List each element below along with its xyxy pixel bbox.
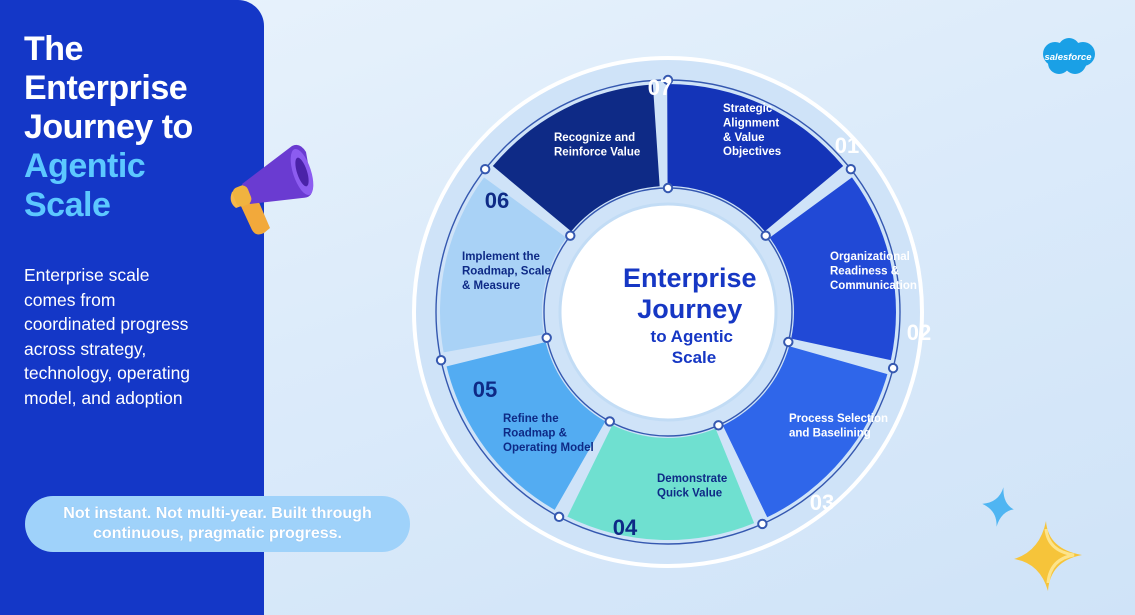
page-title: The Enterprise Journey to Agentic Scale: [24, 30, 254, 225]
track-dot: [760, 230, 771, 241]
title-line: Enterprise: [24, 69, 188, 107]
track-dot: [435, 355, 447, 366]
center-title-line: Journey: [637, 294, 742, 324]
tagline-line: continuous, pragmatic progress.: [93, 525, 342, 542]
title-line: The: [24, 30, 83, 68]
description-line: comes from: [24, 289, 116, 310]
stage-label-line: Reinforce Value: [554, 146, 640, 158]
stage-label-line: Communication: [830, 280, 917, 292]
stage-label-line: Roadmap, Scale: [462, 265, 551, 277]
segment-04: [567, 425, 755, 540]
stage-label-line: Objectives: [723, 146, 781, 158]
center-subtitle-line: Scale: [672, 348, 716, 367]
track-dot: [845, 163, 857, 175]
center-subtitle-line: to Agentic: [651, 327, 733, 346]
track-dot: [757, 518, 768, 530]
track-dots: [435, 74, 899, 530]
center-title: Enterprise Journey to Agentic Scale: [623, 263, 761, 367]
stage-label-line: Strategic: [723, 103, 773, 115]
description-line: across strategy,: [24, 338, 147, 359]
stage-label-line: Quick Value: [657, 487, 722, 499]
stage-number-03: 03: [810, 490, 834, 515]
segment-06: [440, 177, 567, 353]
stage-label-line: Process Selection: [789, 413, 888, 425]
description: Enterprise scale comes from coordinated …: [24, 263, 224, 411]
title-accent-line: Agentic: [24, 147, 146, 185]
title-line: Journey to: [24, 108, 193, 146]
stage-label-line: Demonstrate: [657, 473, 727, 485]
description-line: technology, operating: [24, 363, 191, 384]
track-dot: [565, 230, 576, 241]
segment-03: [722, 346, 888, 518]
salesforce-logo: salesforce: [1043, 38, 1095, 74]
track-dot: [479, 163, 491, 175]
segments: [440, 84, 896, 540]
stage-number-05: 05: [473, 377, 497, 402]
stage-label-03: Process Selection and Baselining: [789, 413, 888, 439]
tagline-line: Not instant. Not multi-year. Built throu…: [63, 505, 372, 522]
stage-label-line: Implement the: [462, 251, 540, 263]
stage-label-line: Operating Model: [503, 442, 594, 454]
stage-label-line: Readiness &: [830, 265, 899, 277]
track-dot: [662, 182, 674, 194]
segment-05: [446, 342, 606, 510]
center-title-line: Enterprise: [623, 263, 757, 293]
stage-label-line: Refine the: [503, 413, 559, 425]
stage-label-line: & Value: [723, 132, 765, 144]
stage-number-01: 01: [835, 133, 859, 158]
stage-label-line: Organizational: [830, 251, 910, 263]
stage-label-line: & Measure: [462, 280, 520, 292]
track-dot: [553, 511, 565, 523]
megaphone-icon: [230, 144, 314, 235]
tagline-pill: Not instant. Not multi-year. Built throu…: [25, 496, 410, 552]
stage-label-line: Recognize and: [554, 132, 635, 144]
description-line: model, and adoption: [24, 387, 183, 408]
stage-number-02: 02: [907, 320, 931, 345]
stars-icon: [982, 487, 1082, 591]
track-dot: [783, 336, 794, 348]
track-dot: [713, 420, 724, 431]
track-dot: [604, 416, 615, 427]
logo-text: salesforce: [1044, 52, 1092, 63]
stage-label-line: and Baselining: [789, 427, 871, 439]
description-line: coordinated progress: [24, 314, 189, 335]
stage-label-line: Roadmap &: [503, 427, 567, 439]
segment-01: [667, 84, 844, 232]
stage-number-04: 04: [613, 515, 638, 540]
track-dot: [662, 74, 674, 86]
stage-number-07: 07: [648, 75, 672, 100]
stage-label-line: Alignment: [723, 117, 779, 129]
stage-number-06: 06: [485, 188, 509, 213]
title-accent-line: Scale: [24, 186, 111, 224]
segment-02: [769, 177, 896, 361]
track-dot: [887, 362, 899, 374]
track-dot: [541, 332, 552, 343]
description-line: Enterprise scale: [24, 265, 150, 285]
segment-07: [492, 84, 660, 232]
center-disc: [558, 202, 778, 422]
